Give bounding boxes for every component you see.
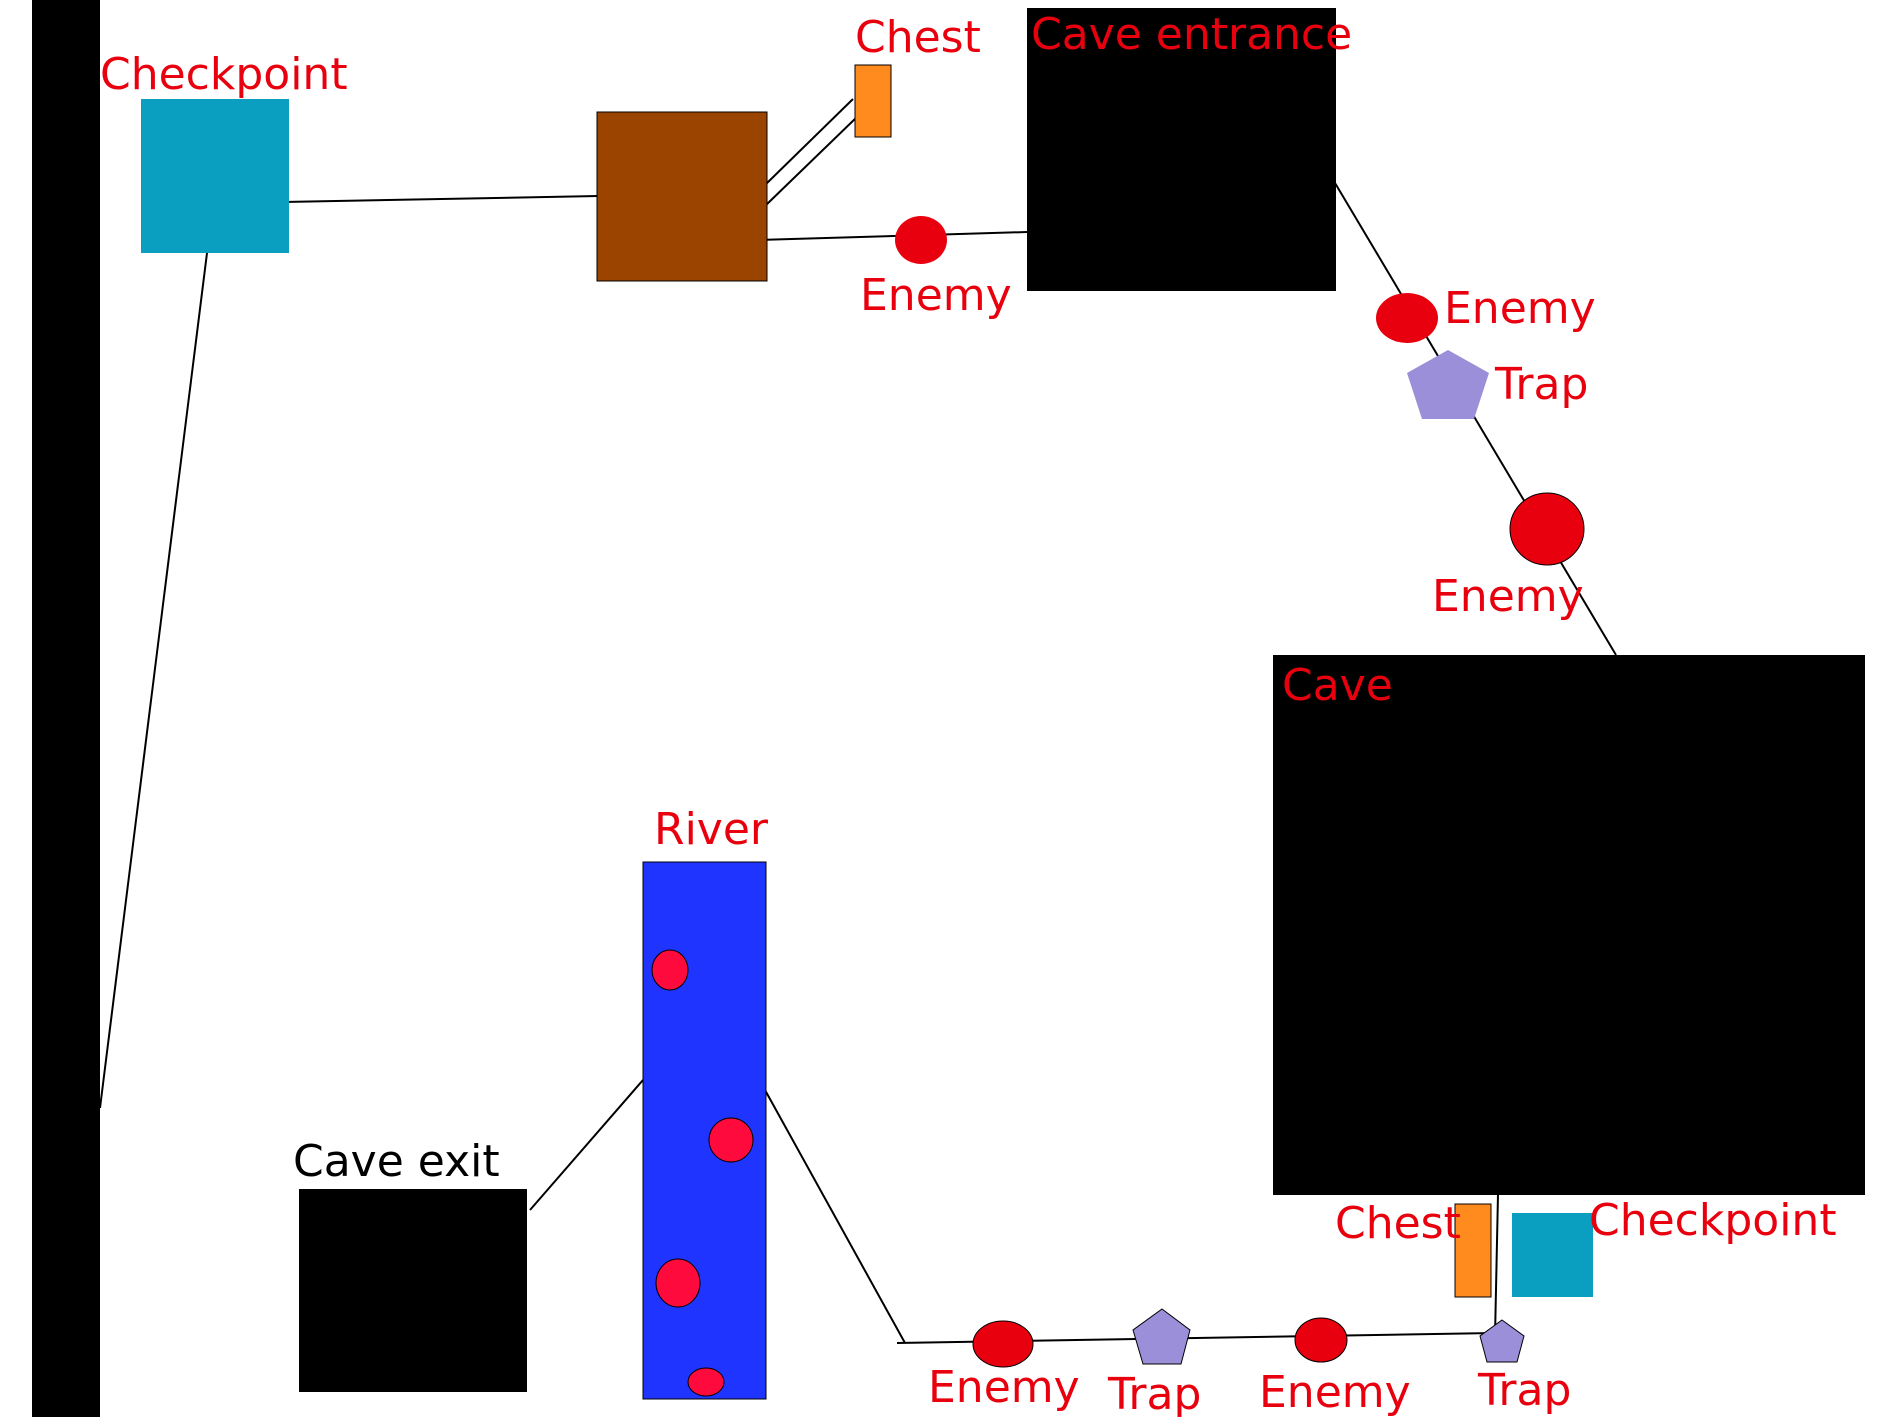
path-corridor-to-river: [764, 1089, 906, 1344]
path-room-to-cave-entrance: [758, 231, 1028, 241]
enemy-label: Enemy: [1444, 283, 1596, 334]
river-enemy-icon: [708, 1117, 754, 1163]
enemy-icon: [972, 1320, 1034, 1368]
river-enemy-icon: [655, 1258, 701, 1308]
room-icon: [596, 111, 768, 282]
enemy-label: Enemy: [1432, 571, 1584, 622]
enemy-icon: [1509, 492, 1585, 566]
cave-exit: [299, 1189, 527, 1392]
river-enemy-icon: [651, 949, 689, 991]
path-river-to-cave-exit: [529, 1079, 644, 1211]
cave-entrance-label: Cave entrance: [1031, 9, 1352, 60]
enemy-icon: [1294, 1317, 1348, 1363]
path-checkpoint-to-wall: [99, 236, 210, 1109]
trap-label: Trap: [1494, 359, 1588, 410]
boundary-wall: [32, 0, 100, 1417]
trap-label: Trap: [1107, 1369, 1201, 1417]
checkpoint-icon: [141, 99, 289, 253]
path-cave-entrance-to-cave: [1334, 182, 1617, 656]
trap-icon: [1407, 350, 1489, 419]
checkpoint-label: Checkpoint: [100, 49, 348, 100]
cave-label: Cave: [1282, 660, 1393, 711]
chest-icon: [854, 64, 892, 138]
river-enemy-icon: [687, 1367, 725, 1397]
trap-label: Trap: [1477, 1365, 1571, 1416]
checkpoint-icon: [1512, 1213, 1593, 1297]
path-cave-to-trap: [1494, 1193, 1499, 1338]
enemy-label: Enemy: [1259, 1367, 1411, 1417]
connection-paths: [99, 98, 1617, 1344]
enemy-label: Enemy: [928, 1362, 1080, 1413]
path-room-to-chest-b: [764, 115, 859, 207]
trap-icon: [1479, 1319, 1525, 1363]
cave-entrance: [1027, 8, 1336, 291]
chest-label: Chest: [1335, 1198, 1461, 1249]
enemy-label: Enemy: [860, 270, 1012, 321]
chest-icon: [1454, 1203, 1492, 1298]
enemy-icon: [1376, 293, 1438, 343]
checkpoint-label: Checkpoint: [1589, 1195, 1837, 1246]
path-room-to-chest-a: [764, 98, 854, 186]
chest-label: Chest: [855, 12, 981, 63]
cave: [1273, 655, 1865, 1195]
cave-exit-label: Cave exit: [293, 1136, 500, 1187]
enemy-icon: [895, 216, 947, 264]
path-checkpoint-to-room: [282, 195, 599, 203]
trap-icon: [1132, 1308, 1191, 1365]
river-label: River: [654, 804, 769, 855]
